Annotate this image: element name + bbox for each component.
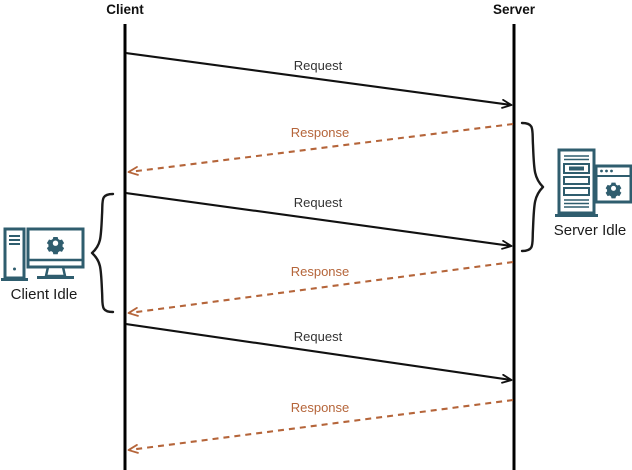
annotation-label-server-idle: Server Idle [554,222,627,239]
participant-label-client: Client [106,2,144,17]
message-label-response-1: Response [291,125,350,140]
brace-client-idle [90,192,115,314]
message-arrow-response-3 [127,398,514,454]
message-label-response-3: Response [291,400,350,415]
message-arrow-request-3 [125,322,513,384]
participant-label-server: Server [493,2,536,17]
message-arrow-request-1 [125,51,513,109]
message-label-request-1: Request [294,58,343,73]
message-label-request-3: Request [294,329,343,344]
message-label-response-2: Response [291,264,350,279]
desktop-computer-gear-icon [1,227,85,281]
message-label-request-2: Request [294,195,343,210]
message-arrow-response-1 [127,122,514,176]
message-arrow-response-2 [127,260,514,317]
message-arrow-request-2 [125,191,513,250]
brace-server-idle [520,121,545,253]
annotation-label-client-idle: Client Idle [11,286,78,303]
server-rack-gear-icon [555,148,632,217]
